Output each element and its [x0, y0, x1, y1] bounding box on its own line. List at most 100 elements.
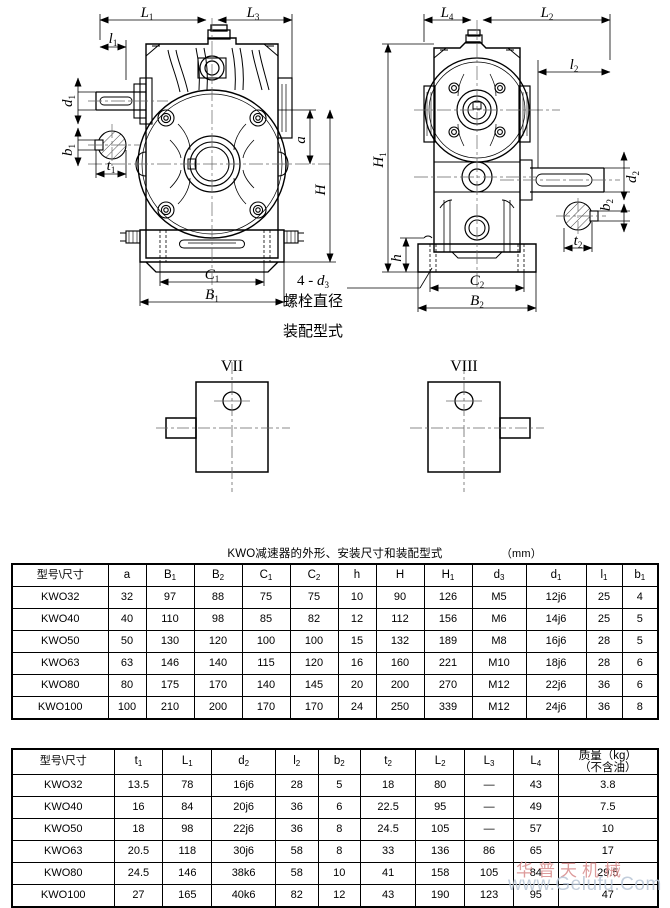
mass-column-header: 质量（kg）（不含油）: [557, 748, 659, 776]
model-cell: KWO80: [11, 674, 109, 697]
value-cell: 4: [621, 586, 659, 609]
value-cell: 100: [107, 696, 147, 720]
value-cell: 18j6: [525, 652, 587, 675]
dim-label-b1: b1: [60, 144, 77, 156]
value-cell: 6: [317, 796, 361, 820]
value-cell: 146: [162, 862, 213, 886]
value-cell: 28: [585, 630, 623, 653]
value-cell: 8: [621, 696, 659, 720]
column-header: B2: [193, 563, 243, 587]
value-cell: 36: [275, 796, 319, 820]
column-header: L1: [162, 748, 213, 776]
value-cell: 49: [513, 796, 559, 820]
value-cell: 27: [113, 884, 164, 908]
value-cell: 20: [337, 674, 377, 697]
value-cell: 33: [359, 840, 417, 864]
value-cell: 85: [241, 608, 291, 631]
column-header: t1: [113, 748, 164, 776]
value-cell: 210: [145, 696, 195, 720]
value-cell: 24.5: [113, 862, 164, 886]
value-cell: 189: [423, 630, 473, 653]
dim-label-C2: C2: [470, 273, 485, 290]
column-header: L2: [415, 748, 466, 776]
value-cell: 146: [145, 652, 195, 675]
column-header: l2: [275, 748, 319, 776]
dim-label-L3: L3: [246, 5, 260, 22]
model-cell: KWO32: [11, 586, 109, 609]
value-cell: 170: [193, 674, 243, 697]
model-cell: KWO40: [11, 608, 109, 631]
value-cell: 36: [585, 674, 623, 697]
value-cell: 200: [375, 674, 425, 697]
value-cell: 3.8: [557, 774, 659, 798]
value-cell: 28: [585, 652, 623, 675]
value-cell: 13.5: [113, 774, 164, 798]
value-cell: 16j6: [211, 774, 276, 798]
value-cell: 40: [107, 608, 147, 631]
column-header: 型号\尺寸: [11, 563, 109, 587]
column-header: B1: [145, 563, 195, 587]
value-cell: 32: [107, 586, 147, 609]
value-cell: 88: [193, 586, 243, 609]
value-cell: 12j6: [525, 586, 587, 609]
value-cell: 112: [375, 608, 425, 631]
value-cell: 123: [464, 884, 514, 908]
table1-title: KWO减速器的外形、安装尺寸和装配型式: [227, 548, 443, 560]
value-cell: 10: [317, 862, 361, 886]
value-cell: 120: [193, 630, 243, 653]
value-cell: 140: [241, 674, 291, 697]
value-cell: 118: [162, 840, 213, 864]
value-cell: 16: [337, 652, 377, 675]
value-cell: 8: [317, 818, 361, 842]
value-cell: 29.5: [557, 862, 659, 886]
value-cell: 16j6: [525, 630, 587, 653]
value-cell: 63: [107, 652, 147, 675]
value-cell: 10: [337, 586, 377, 609]
value-cell: 7.5: [557, 796, 659, 820]
dim-label-l1: l1: [109, 31, 118, 48]
value-cell: 156: [423, 608, 473, 631]
model-cell: KWO80: [11, 862, 115, 886]
value-cell: 41: [359, 862, 417, 886]
value-cell: 190: [415, 884, 466, 908]
bolt-diameter-text: 螺栓直径: [283, 293, 343, 310]
value-cell: 136: [415, 840, 466, 864]
column-header: d2: [211, 748, 276, 776]
value-cell: 105: [415, 818, 466, 842]
value-cell: 95: [415, 796, 466, 820]
dim-label-t2: t2: [574, 233, 583, 250]
value-cell: 28: [275, 774, 319, 798]
value-cell: 6: [621, 652, 659, 675]
model-cell: KWO50: [11, 818, 115, 842]
table1-title-row: KWO减速器的外形、安装尺寸和装配型式 （mm）: [0, 545, 670, 563]
column-header: a: [107, 563, 147, 587]
dim-label-B2: B2: [470, 293, 484, 310]
value-cell: 43: [513, 774, 559, 798]
assembly-type-viii-figure: [410, 362, 544, 492]
value-cell: 24: [337, 696, 377, 720]
dim-label-b2: b2: [598, 199, 615, 211]
value-cell: 22j6: [211, 818, 276, 842]
value-cell: 5: [621, 630, 659, 653]
value-cell: 100: [241, 630, 291, 653]
model-cell: KWO100: [11, 884, 115, 908]
value-cell: 126: [423, 586, 473, 609]
dim-label-L1: L1: [140, 5, 154, 22]
model-cell: KWO50: [11, 630, 109, 653]
column-header: C2: [289, 563, 339, 587]
value-cell: 158: [415, 862, 466, 886]
value-cell: 30j6: [211, 840, 276, 864]
column-header: l1: [585, 563, 623, 587]
dim-label-d2: d2: [624, 171, 641, 183]
value-cell: 18: [113, 818, 164, 842]
value-cell: 5: [621, 608, 659, 631]
